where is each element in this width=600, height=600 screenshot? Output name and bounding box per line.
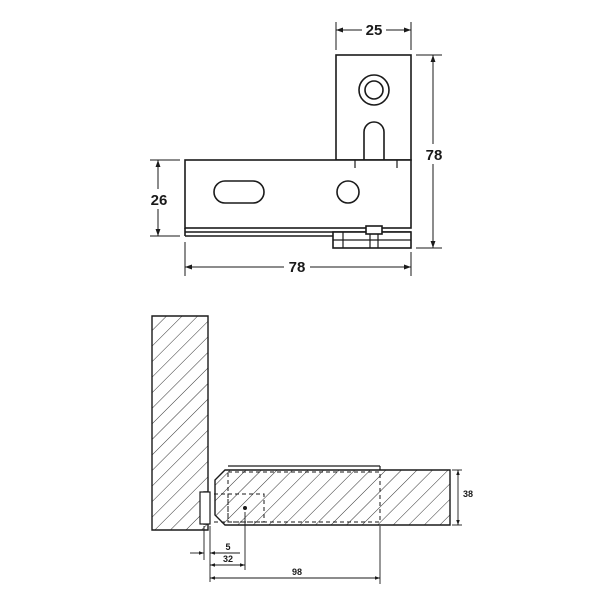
horizontal-shelf [214, 469, 451, 526]
bracket-round-hole [358, 74, 390, 106]
bracket-top-view [184, 54, 412, 249]
bracket-screw-head [365, 225, 383, 235]
hidden-bracket-lines [214, 471, 381, 523]
bracket-vertical-slot [363, 121, 385, 160]
dim-label-width: 25 [366, 22, 383, 39]
dim-label-total-width: 78 [289, 259, 306, 276]
dim-label-thickness: 38 [463, 489, 473, 499]
bracket-plate-hole [336, 180, 360, 204]
bracket-horizontal-plate [184, 159, 412, 229]
dim-label-offset-b: 32 [223, 554, 233, 564]
connector-clamp [199, 491, 211, 525]
dim-label-offset-a: 5 [225, 542, 230, 552]
bracket-horizontal-slot [213, 180, 265, 204]
bracket-vertical-leg [335, 54, 412, 161]
top-view-dimensions [150, 22, 442, 276]
section-view-dimensions [190, 469, 462, 584]
bracket-round-hole-inner [364, 80, 384, 100]
section-view [151, 315, 451, 531]
dim-label-depth: 98 [292, 567, 302, 577]
dim-label-total-height: 78 [426, 147, 443, 164]
screw-point [243, 506, 247, 510]
dim-label-plate-height: 26 [151, 192, 168, 209]
